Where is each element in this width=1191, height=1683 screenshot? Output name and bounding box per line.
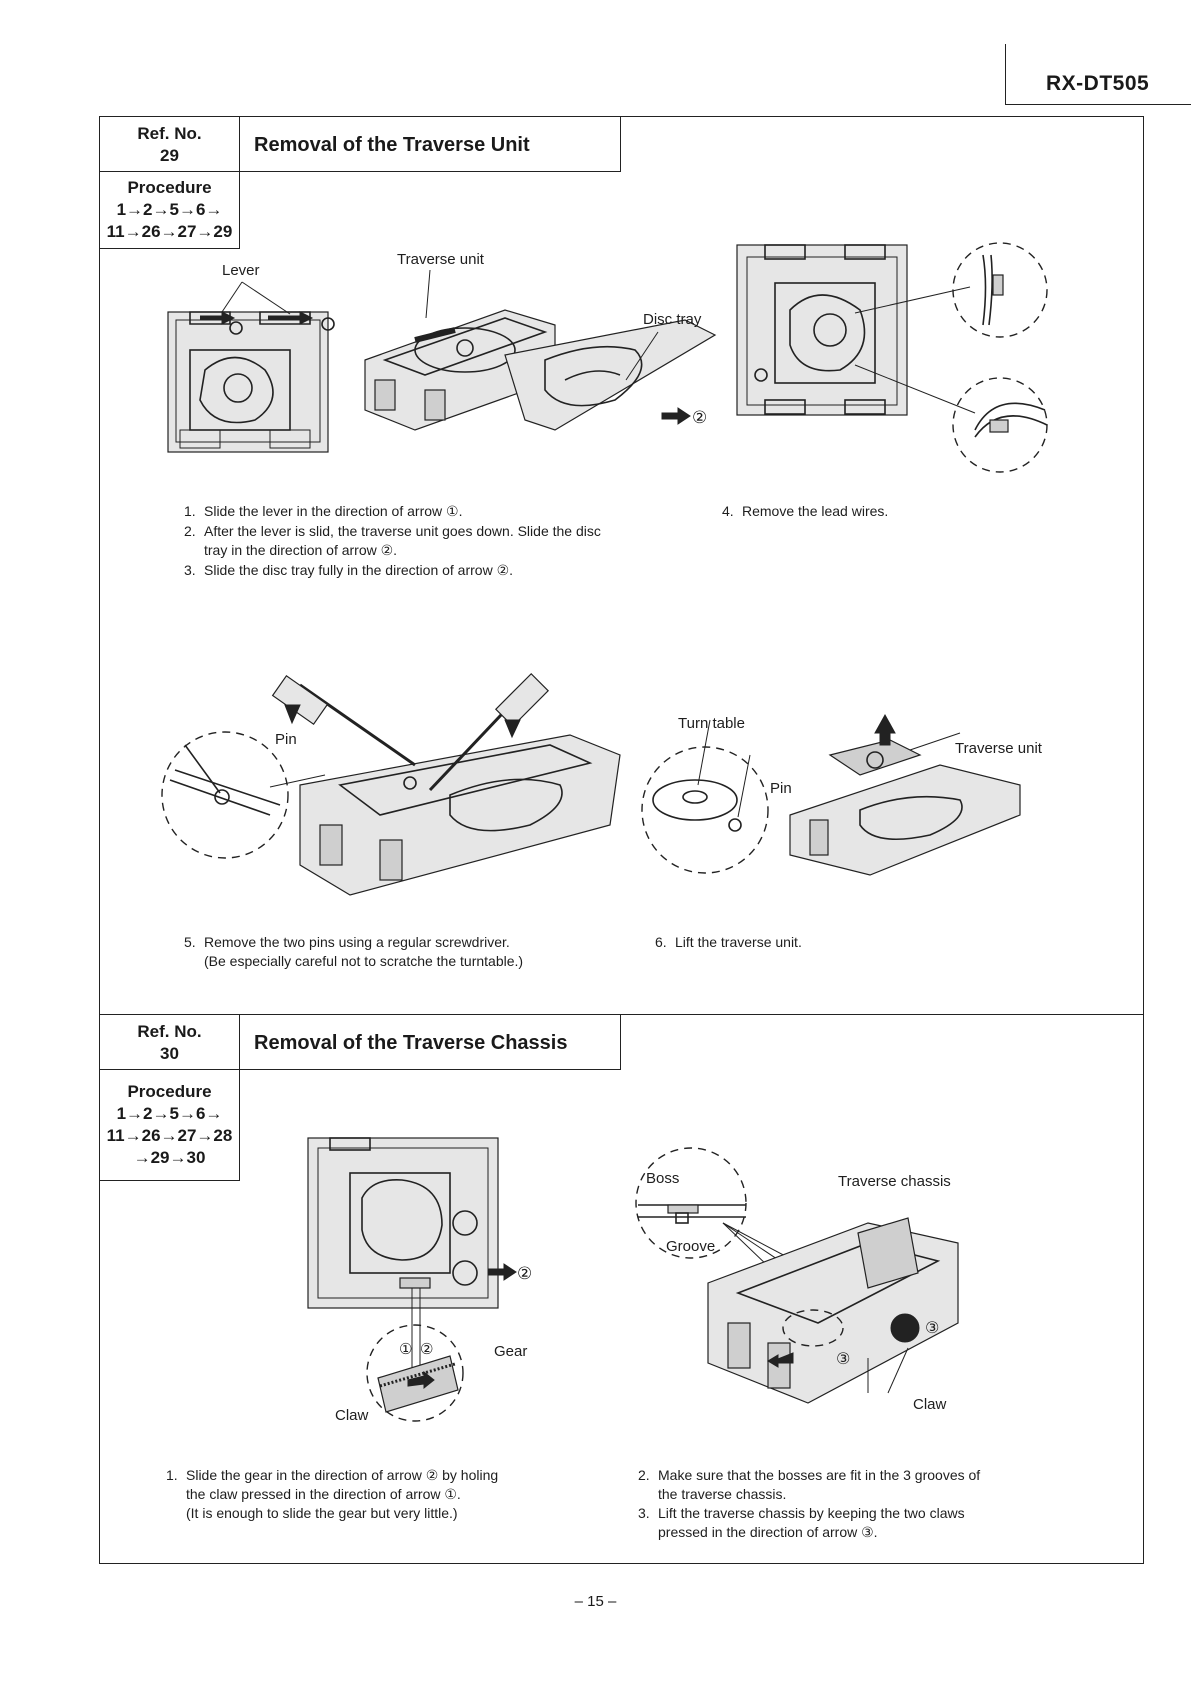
step-text: Lift the traverse unit. <box>675 934 802 950</box>
lead-wires-figure <box>736 242 1048 473</box>
step-text-cont: tray in the direction of arrow ②. <box>204 542 398 558</box>
step-number: 3. <box>638 1505 650 1521</box>
procedure-box-29: Procedure 1→2→5→6→ 11→26→27→29 <box>99 171 240 249</box>
step-text: Slide the gear in the direction of arrow… <box>186 1467 499 1483</box>
label-traverse-unit-b: Traverse unit <box>955 740 1042 757</box>
step-text-cont: pressed in the direction of arrow ③. <box>658 1524 878 1540</box>
step-text-cont: the traverse chassis. <box>658 1486 787 1502</box>
ref-number: 30 <box>160 1044 179 1063</box>
label-boss: Boss <box>646 1170 680 1187</box>
step-30-2: 2. Make sure that the bosses are fit in t… <box>638 1466 1058 1504</box>
label-disc-tray: Disc tray <box>643 311 702 328</box>
label-pin: Pin <box>275 731 297 748</box>
page-frame <box>99 116 1144 1564</box>
step-text: Slide the lever in the direction of arro… <box>204 503 463 519</box>
procedure-line: 11→26→27→28 <box>106 1126 233 1145</box>
step-text: Remove the lead wires. <box>742 503 889 519</box>
traverse-unit-tray-figure <box>364 309 717 431</box>
procedure-label: Procedure <box>127 178 212 197</box>
leader-traverse-unit <box>425 269 431 319</box>
step-30-1: 1. Slide the gear in the direction of arr… <box>166 1466 596 1523</box>
ref-label: Ref. No. <box>137 1022 202 1041</box>
procedure-line: →29→30 <box>133 1148 206 1167</box>
step-1: 1. Slide the lever in the direction of ar… <box>184 502 664 521</box>
pin-removal-figure <box>161 672 621 896</box>
procedure-line: 1→2→5→6→ <box>116 200 223 219</box>
section-title-30: Removal of the Traverse Chassis <box>239 1014 621 1070</box>
step-number: 4. <box>722 503 734 519</box>
step-number: 2. <box>638 1467 650 1483</box>
lever-mechanism-figure <box>167 311 335 453</box>
label-claw-b: Claw <box>913 1396 947 1413</box>
section-title-29: Removal of the Traverse Unit <box>239 116 621 172</box>
leader-disc-tray <box>625 331 659 381</box>
step-text-cont: the claw pressed in the direction of arr… <box>186 1486 461 1502</box>
step-2: 2. After the lever is slid, the traverse … <box>184 522 664 560</box>
label-circle3b: ③ <box>925 1320 940 1337</box>
procedure-box-30: Procedure 1→2→5→6→ 11→26→27→28 →29→30 <box>99 1069 240 1181</box>
step-number: 5. <box>184 934 196 950</box>
label-traverse-chassis: Traverse chassis <box>838 1173 951 1190</box>
page-number: – 15 – <box>574 1593 617 1610</box>
step-text: Make sure that the bosses are fit in the… <box>658 1467 981 1483</box>
section-title-text: Removal of the Traverse Unit <box>254 134 530 156</box>
step-number: 3. <box>184 562 196 578</box>
section-divider <box>99 1014 1144 1015</box>
step-text: Remove the two pins using a regular scre… <box>204 934 510 950</box>
step-number: 6. <box>655 934 667 950</box>
section-title-text: Removal of the Traverse Chassis <box>254 1032 568 1054</box>
step-number: 1. <box>184 503 196 519</box>
turn-table-figure <box>641 713 1021 876</box>
procedure-line: 1→2→5→6→ <box>116 1104 223 1123</box>
step-3: 3. Slide the disc tray fully in the direc… <box>184 561 664 580</box>
step-text-cont: (It is enough to slide the gear but very… <box>186 1505 458 1521</box>
traverse-chassis-figure <box>635 1147 959 1404</box>
label-lever: Lever <box>222 262 260 279</box>
step-text: Slide the disc tray fully in the directi… <box>204 562 514 578</box>
label-arrow2: ② <box>692 408 708 427</box>
label-groove: Groove <box>666 1238 716 1255</box>
step-6: 6. Lift the traverse unit. <box>655 933 955 952</box>
label-gear: Gear <box>494 1343 528 1360</box>
ref-box-29: Ref. No. 29 <box>99 116 240 172</box>
step-4: 4. Remove the lead wires. <box>722 502 1022 521</box>
chassis-gear-figure <box>307 1137 499 1422</box>
lever-leader-lines <box>221 281 291 315</box>
label-pin-b: Pin <box>770 780 792 797</box>
label-traverse-unit: Traverse unit <box>397 251 484 268</box>
step-number: 1. <box>166 1467 178 1483</box>
label-turn-table: Turn table <box>678 715 745 732</box>
step-30-3: 3. Lift the traverse chassis by keeping t… <box>638 1504 1058 1542</box>
label-circle3a: ③ <box>836 1351 851 1368</box>
label-claw: Claw <box>335 1407 369 1424</box>
label-arrow2: ② <box>517 1264 533 1283</box>
ref-number: 29 <box>160 146 179 165</box>
arrow-icon <box>487 1263 517 1281</box>
model-header: RX-DT505 <box>1005 44 1191 105</box>
procedure-label: Procedure <box>127 1082 212 1101</box>
ref-label: Ref. No. <box>137 124 202 143</box>
step-number: 2. <box>184 523 196 539</box>
procedure-line: 11→26→27→29 <box>106 222 233 241</box>
step-text: After the lever is slid, the traverse un… <box>204 523 601 539</box>
label-circle2: ② <box>420 1341 434 1358</box>
label-circle1: ① <box>399 1341 413 1358</box>
arrow-icon <box>661 407 691 425</box>
ref-box-30: Ref. No. 30 <box>99 1014 240 1070</box>
step-text-cont: (Be especially careful not to scratche t… <box>204 953 524 969</box>
step-text: Lift the traverse chassis by keeping the… <box>658 1505 965 1521</box>
model-number: RX-DT505 <box>1046 72 1150 95</box>
step-5: 5. Remove the two pins using a regular sc… <box>184 933 604 971</box>
